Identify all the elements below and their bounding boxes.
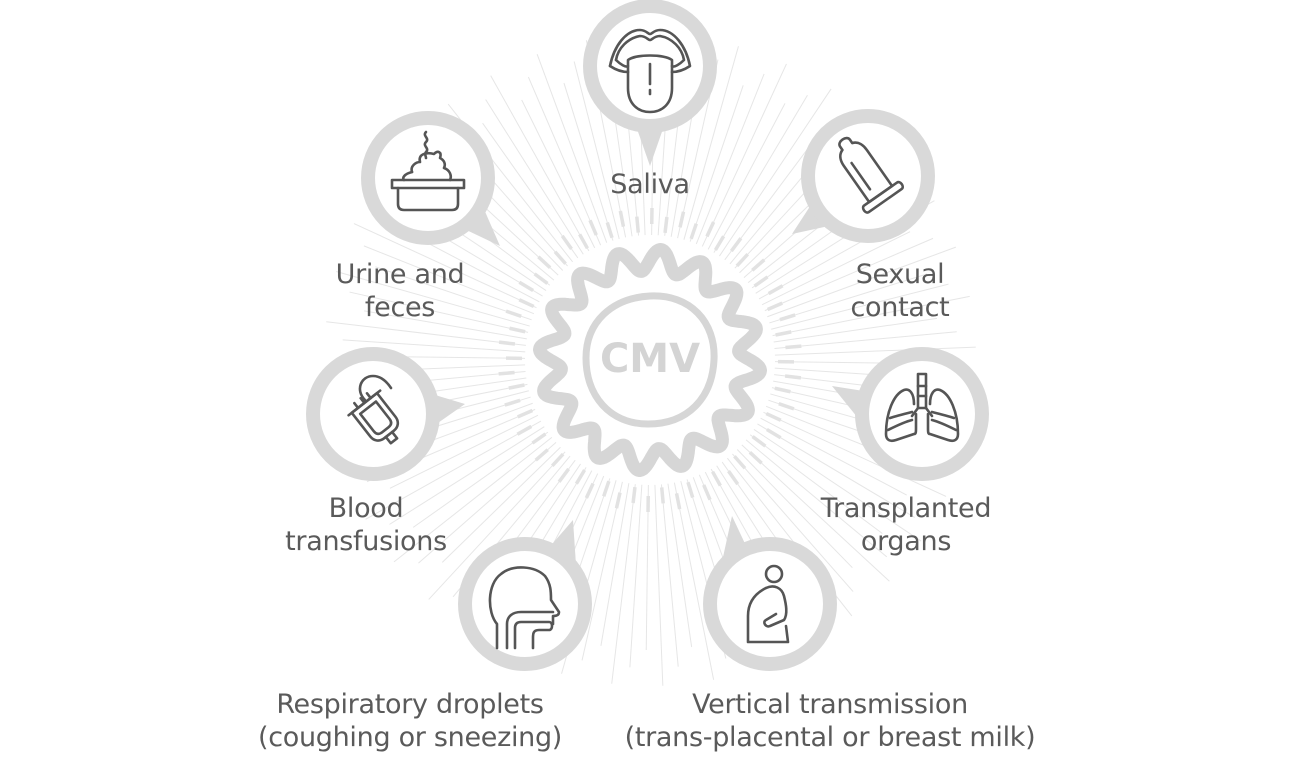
label-transplanted-organs: Transplanted organs bbox=[820, 493, 992, 557]
label-vertical-transmission: Vertical transmission (trans-placental o… bbox=[624, 689, 1036, 753]
head-airway-icon bbox=[488, 566, 561, 650]
blood-bag-icon bbox=[347, 374, 400, 445]
badge-blood-transfusions bbox=[306, 347, 465, 481]
virus-label: CMV bbox=[599, 336, 701, 382]
label-respiratory-droplets: Respiratory droplets (coughing or sneezi… bbox=[257, 689, 563, 753]
pregnant-woman-icon bbox=[746, 564, 790, 644]
badge-urine-feces bbox=[361, 111, 500, 246]
label-saliva: Saliva bbox=[610, 169, 690, 200]
label-blood-transfusions: Blood transfusions bbox=[285, 493, 447, 557]
badge-sexual-contact bbox=[792, 109, 935, 243]
lungs-icon bbox=[884, 372, 960, 443]
tongue-icon bbox=[608, 28, 692, 114]
badge-respiratory-droplets bbox=[458, 520, 592, 671]
badge-saliva bbox=[583, 0, 717, 166]
label-urine-feces: Urine and feces bbox=[335, 259, 465, 323]
virus-icon bbox=[533, 243, 767, 477]
badge-transplanted-organs bbox=[832, 347, 989, 481]
condom-icon bbox=[838, 136, 904, 214]
badge-vertical-transmission bbox=[703, 516, 837, 671]
label-sexual-contact: Sexual contact bbox=[850, 259, 950, 323]
feces-icon bbox=[390, 130, 466, 212]
